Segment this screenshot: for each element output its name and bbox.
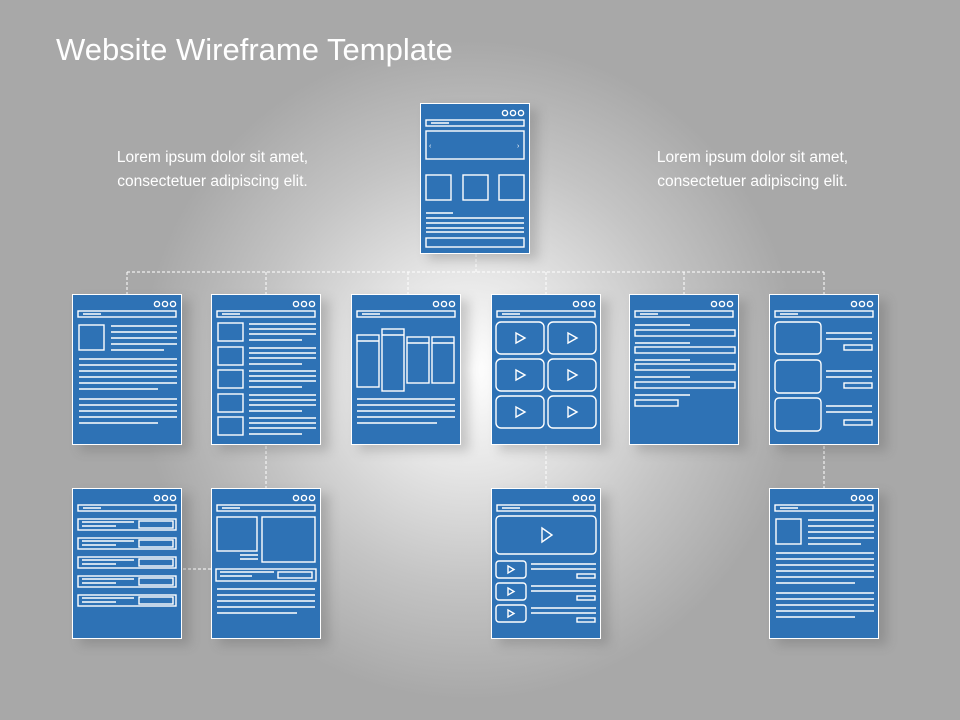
right-description: Lorem ipsum dolor sit amet, consectetuer… <box>656 149 849 190</box>
wireframe-form-rows <box>72 488 182 639</box>
wireframe-product <box>211 488 321 639</box>
wireframe-columns <box>351 294 461 445</box>
wireframe-video-gallery <box>491 294 601 445</box>
svg-text:‹: ‹ <box>429 143 432 150</box>
wireframe-video-page <box>491 488 601 639</box>
wireframe-article <box>72 294 182 445</box>
wireframe-media-list <box>769 294 879 445</box>
wireframe-list <box>211 294 321 445</box>
slide-title: Website Wireframe Template <box>56 32 453 67</box>
wireframe-article-detail <box>769 488 879 639</box>
wireframe-form <box>629 294 739 445</box>
svg-text:›: › <box>517 143 520 150</box>
left-description: Lorem ipsum dolor sit amet, consectetuer… <box>116 149 309 190</box>
wireframe-home: ‹› <box>420 103 530 254</box>
